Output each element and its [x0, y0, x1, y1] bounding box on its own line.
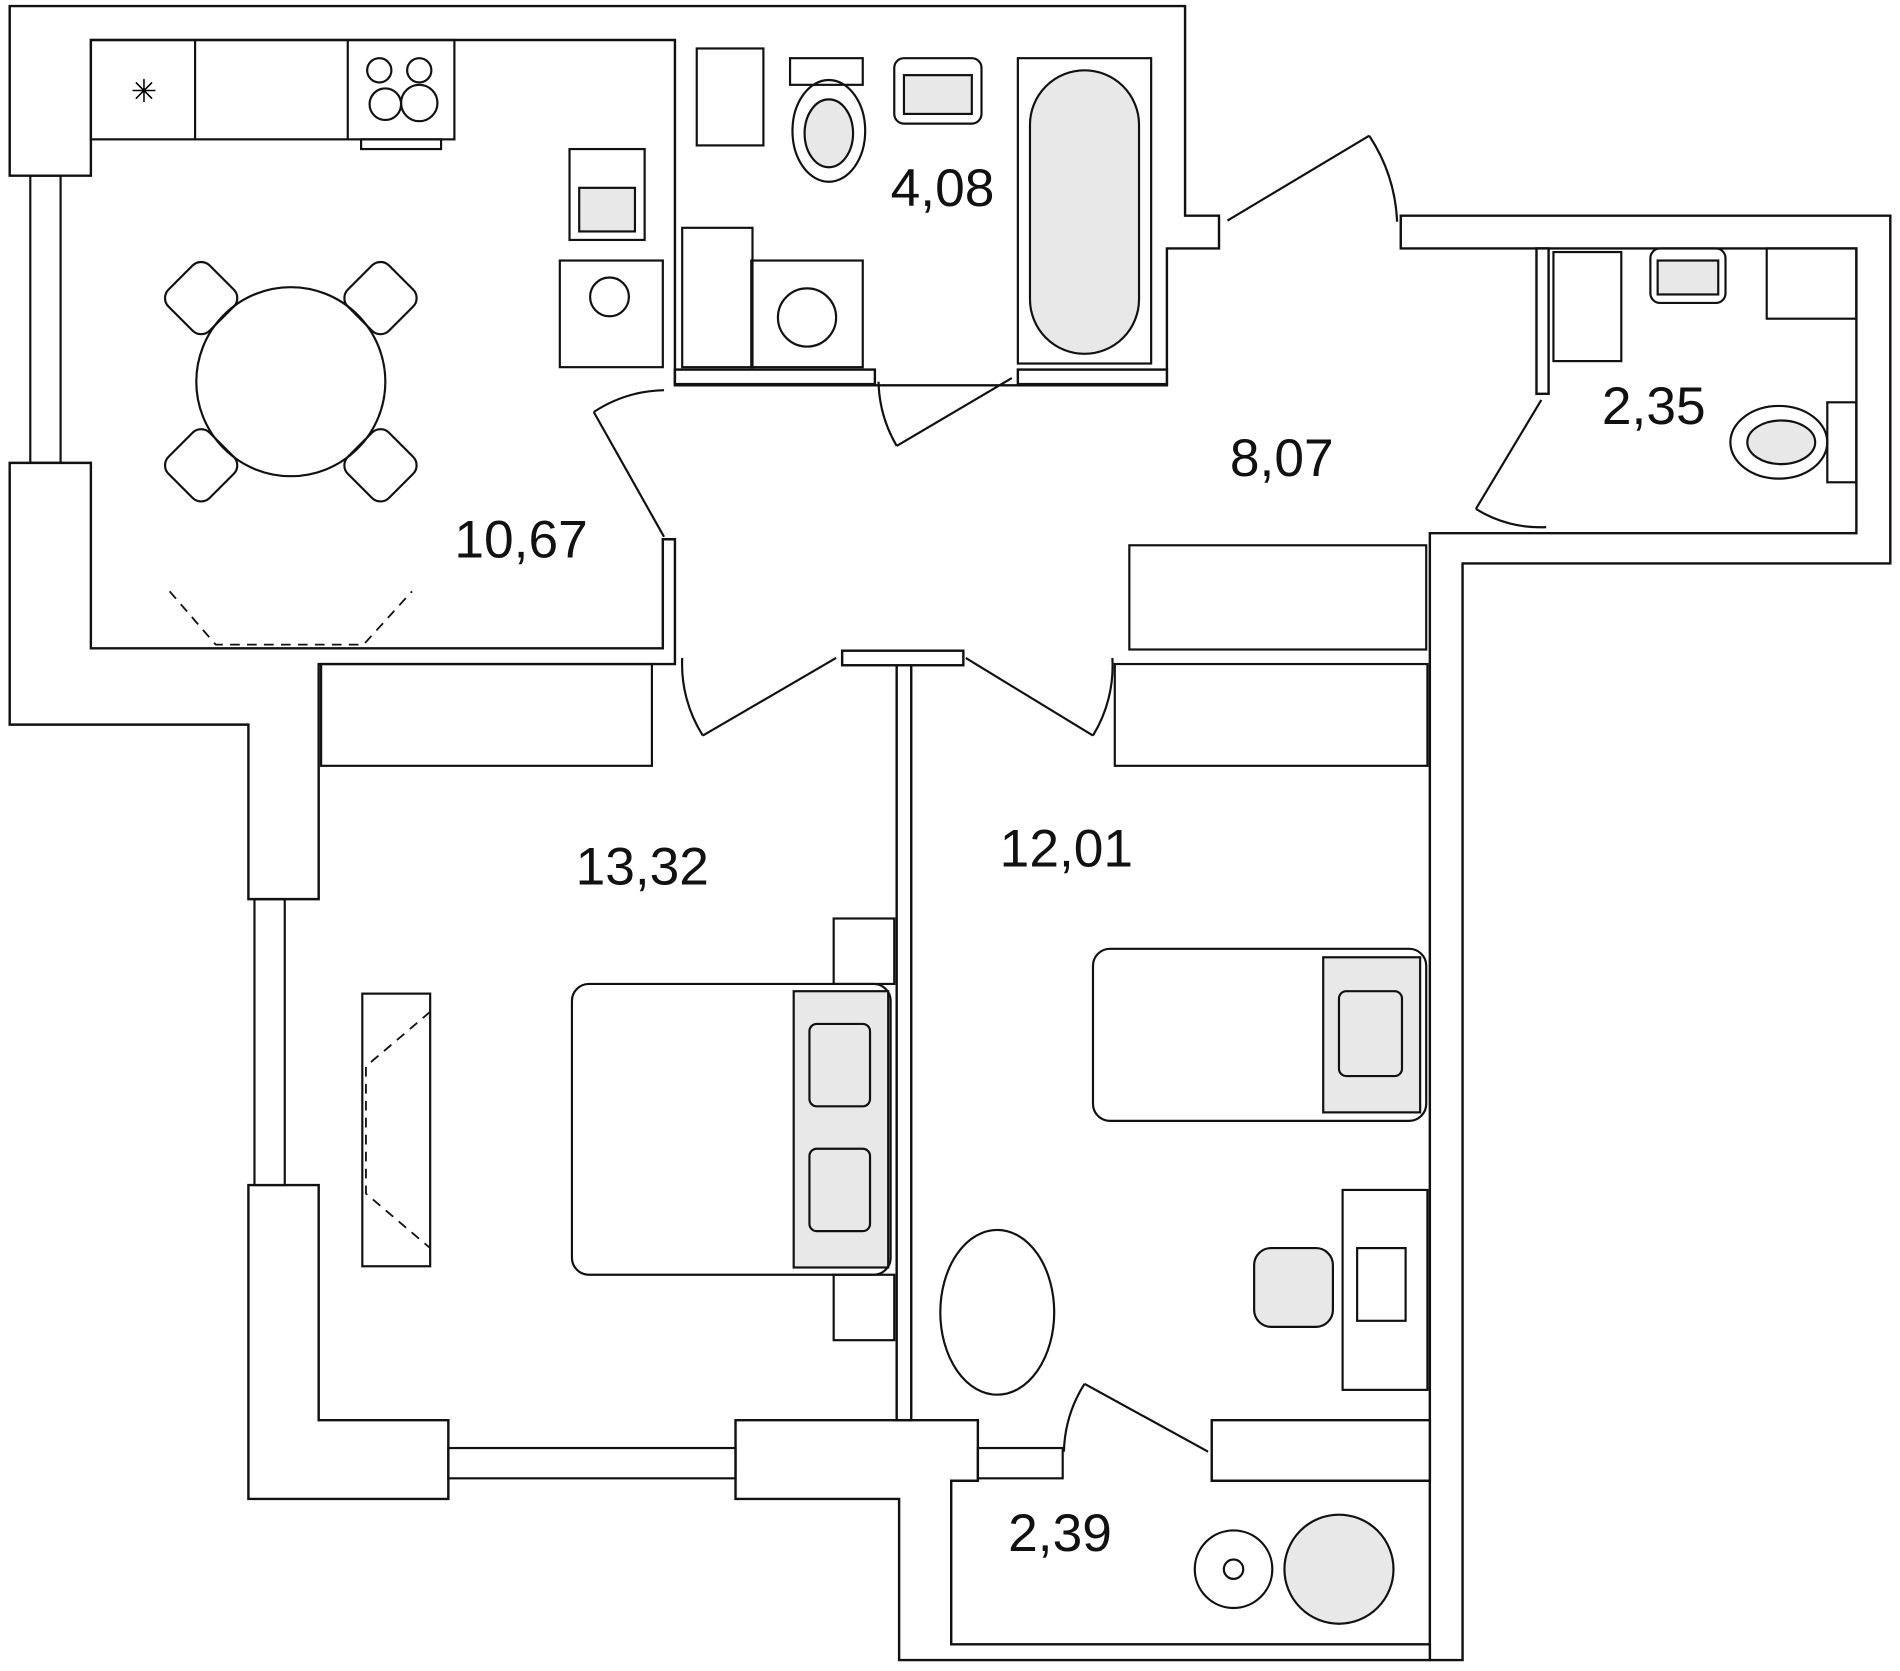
- washing-machine-icon: [750, 259, 864, 369]
- office-chair: [1253, 1247, 1334, 1328]
- bedroom-furniture: [361, 917, 896, 1342]
- window-kitchen: [29, 174, 62, 464]
- washbasin-wc-icon: [1649, 247, 1727, 305]
- area-hallway: 8,07: [1230, 429, 1334, 488]
- area-labels: 10,67 4,08 8,07 2,35 13,32 12,01 2,39: [454, 159, 1705, 1563]
- room2-furniture: [939, 947, 1429, 1396]
- tv-stand: [361, 992, 432, 1268]
- door-entrance: [1226, 134, 1399, 222]
- bathtub-icon: [1016, 57, 1153, 365]
- dining-table: [195, 286, 387, 478]
- toilet-icon: [788, 57, 864, 86]
- area-wc: 2,35: [1602, 377, 1706, 436]
- wall-south-west: [247, 1183, 450, 1501]
- partition-bedrooms: [895, 653, 913, 1422]
- kitchen-furniture: ✳: [89, 38, 664, 646]
- balcony-furniture: [1193, 1513, 1395, 1625]
- kitchen-bay: [168, 590, 413, 646]
- partition-bath-2: [1016, 368, 1169, 386]
- double-bed: [570, 982, 892, 1276]
- washbasin-icon: [893, 57, 983, 125]
- rug: [939, 1228, 1056, 1396]
- chairs: [163, 260, 418, 503]
- door-bedroom: [681, 657, 837, 737]
- wardrobe-room2: [1113, 662, 1429, 767]
- toilet-wc-icon: [1826, 401, 1858, 484]
- window-bedroom: [253, 898, 286, 1187]
- stove-icon: [360, 57, 443, 151]
- dishwasher-icon: [558, 259, 664, 369]
- sink-icon: [568, 147, 646, 242]
- window-south: [447, 1446, 737, 1480]
- wall-south-east: [1210, 1418, 1432, 1482]
- door-wc: [1474, 399, 1547, 529]
- fridge-icon: ✳: [131, 74, 157, 110]
- partition-bath: [673, 368, 877, 386]
- desk: [1341, 1188, 1429, 1391]
- single-bed: [1091, 947, 1428, 1122]
- doors: [592, 134, 1547, 1453]
- armchair: [1283, 1513, 1395, 1625]
- walls: [8, 4, 1892, 1662]
- partition-wc: [1535, 247, 1550, 396]
- wardrobes: [320, 544, 1429, 767]
- wc-fixtures: [1552, 247, 1858, 484]
- partition-hall: [840, 649, 965, 667]
- bathroom-fixtures: [681, 47, 1153, 369]
- area-bathroom: 4,08: [891, 159, 995, 218]
- wardrobe-bedroom: [320, 662, 654, 767]
- windows: [29, 174, 1064, 1480]
- wardrobe-hall: [1128, 544, 1428, 651]
- door-kitchen: [592, 389, 665, 538]
- area-balcony: 2,39: [1008, 1504, 1112, 1563]
- area-bedroom: 13,32: [576, 838, 709, 897]
- door-bathroom: [877, 377, 1013, 447]
- shelf-icon: [681, 226, 754, 369]
- side-table: [1193, 1529, 1274, 1610]
- door-balcony: [1062, 1382, 1209, 1453]
- area-second-room: 12,01: [1000, 819, 1133, 878]
- laptop-icon: [1356, 1247, 1407, 1322]
- door-room2: [965, 657, 1114, 737]
- wall-west: [8, 461, 677, 901]
- kitchen-counter: [89, 38, 456, 141]
- area-kitchen: 10,67: [454, 510, 587, 569]
- window-room2: [976, 1446, 1064, 1480]
